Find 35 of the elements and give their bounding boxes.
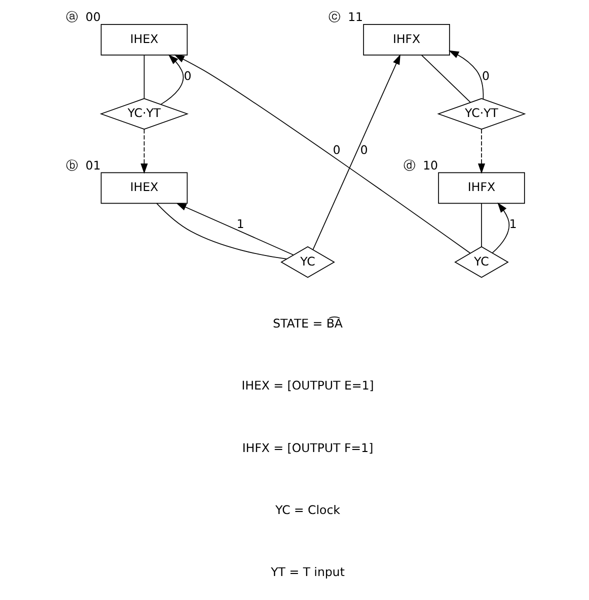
node-diamond: YC (454, 246, 508, 278)
connector (143, 54, 144, 99)
node-label: ⓑ 01 (65, 158, 100, 172)
node-label: ⓐ 00 (65, 10, 100, 24)
edge-label: 1 (508, 217, 516, 232)
node-diamond: YC (280, 246, 335, 278)
arrow (160, 54, 184, 105)
node-box: IHFX (438, 172, 524, 204)
node-diamond: YC·YT (436, 98, 526, 130)
arrow (477, 128, 485, 174)
label: YC = Clock (274, 502, 340, 517)
arrow (176, 202, 294, 256)
edge-label: 0 (183, 68, 191, 83)
edge-label: 0 (360, 143, 368, 158)
connector (480, 203, 482, 248)
label: IHFX = [OUTPUT F=1] (242, 440, 373, 455)
label: IHEX = [OUTPUT E=1] (241, 378, 374, 393)
arrow (174, 54, 470, 254)
arrow (140, 128, 148, 174)
label: YT = T input (270, 565, 344, 580)
node-label: ⓒ 11 (328, 10, 363, 24)
arrow (312, 54, 400, 250)
edge-label: 1 (236, 217, 244, 232)
connector (156, 203, 287, 260)
label: STATE = B͡A (272, 316, 342, 330)
connector (420, 54, 470, 103)
arrow (491, 202, 510, 254)
node-box: IHEX (100, 172, 188, 204)
node-box: IHFX (362, 24, 450, 56)
node-label: ⓓ 10 (402, 158, 438, 172)
node-box: IHEX (100, 24, 188, 56)
edge-label: 0 (332, 143, 340, 158)
arrow (448, 50, 484, 100)
node-diamond: YC·YT (99, 98, 188, 130)
edge-label: 0 (482, 68, 490, 83)
